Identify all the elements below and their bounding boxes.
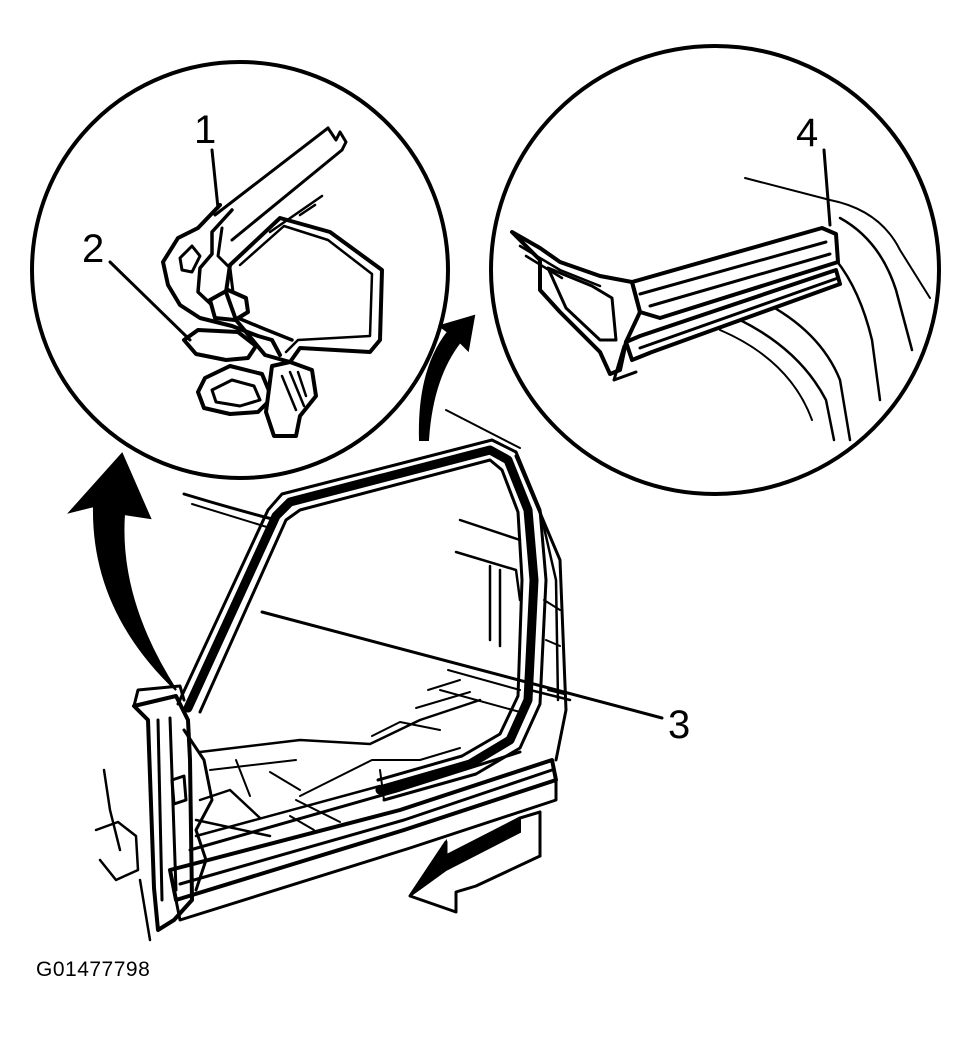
callout-4: 4 xyxy=(796,111,818,155)
right-detail-view: 4 xyxy=(489,44,941,496)
front-direction-arrow xyxy=(408,810,542,914)
left-detail-circle xyxy=(30,60,450,480)
roof-weatherstrip xyxy=(624,226,842,362)
pillar-flange xyxy=(224,216,384,364)
callout-2: 2 xyxy=(82,227,104,271)
door-opening-weatherstrip xyxy=(183,445,539,795)
arrow-to-left-detail xyxy=(67,452,177,691)
left-detail-view: 1 2 xyxy=(30,60,450,480)
callout-1: 1 xyxy=(194,108,216,152)
figure-id-label: G01477798 xyxy=(36,958,151,981)
hinge-pillar xyxy=(132,694,194,932)
callout-3: 3 xyxy=(668,703,690,747)
right-detail-circle xyxy=(489,44,941,496)
arrow-to-right-detail xyxy=(418,314,476,441)
door-opening-frame: 3 xyxy=(94,409,690,942)
